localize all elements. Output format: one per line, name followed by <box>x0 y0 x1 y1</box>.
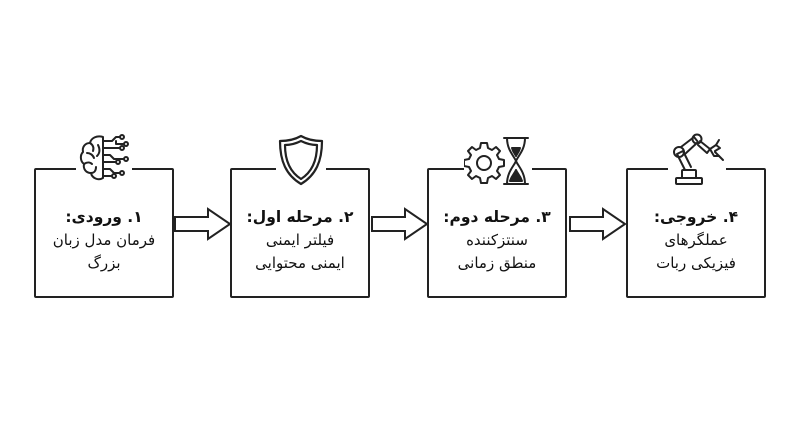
robot-arm-icon <box>668 132 726 188</box>
step-title: ۴. خروجی: <box>653 208 739 226</box>
step-title: ۲. مرحله اول: <box>246 208 354 226</box>
step-line: منطق زمانی <box>457 254 537 272</box>
step-box-temporal-logic: ۳. مرحله دوم: سنتزکننده منطق زمانی <box>427 168 567 298</box>
arrow-right-icon <box>371 207 429 241</box>
arrow-right-icon <box>569 207 627 241</box>
step-line: فرمان مدل زبان <box>52 231 156 249</box>
step-line: سنتزکننده <box>466 231 528 249</box>
gear-hourglass-icon <box>464 134 532 188</box>
step-box-input: ۱. ورودی: فرمان مدل زبان بزرگ <box>34 168 174 298</box>
step-title: ۳. مرحله دوم: <box>443 208 551 226</box>
step-box-output: ۴. خروجی: عملگرهای فیزیکی ربات <box>626 168 766 298</box>
arrow-right-icon <box>174 207 232 241</box>
step-line: فیزیکی ربات <box>656 254 736 272</box>
step-line: بزرگ <box>87 254 121 272</box>
step-title: ۱. ورودی: <box>65 208 143 226</box>
step-line: فیلتر ایمنی <box>265 231 335 249</box>
step-line: ایمنی محتوایی <box>255 254 345 272</box>
shield-icon <box>276 133 326 187</box>
brain-circuit-icon <box>76 131 132 187</box>
step-line: عملگرهای <box>664 231 728 249</box>
step-box-safety-filter: ۲. مرحله اول: فیلتر ایمنی ایمنی محتوایی <box>230 168 370 298</box>
